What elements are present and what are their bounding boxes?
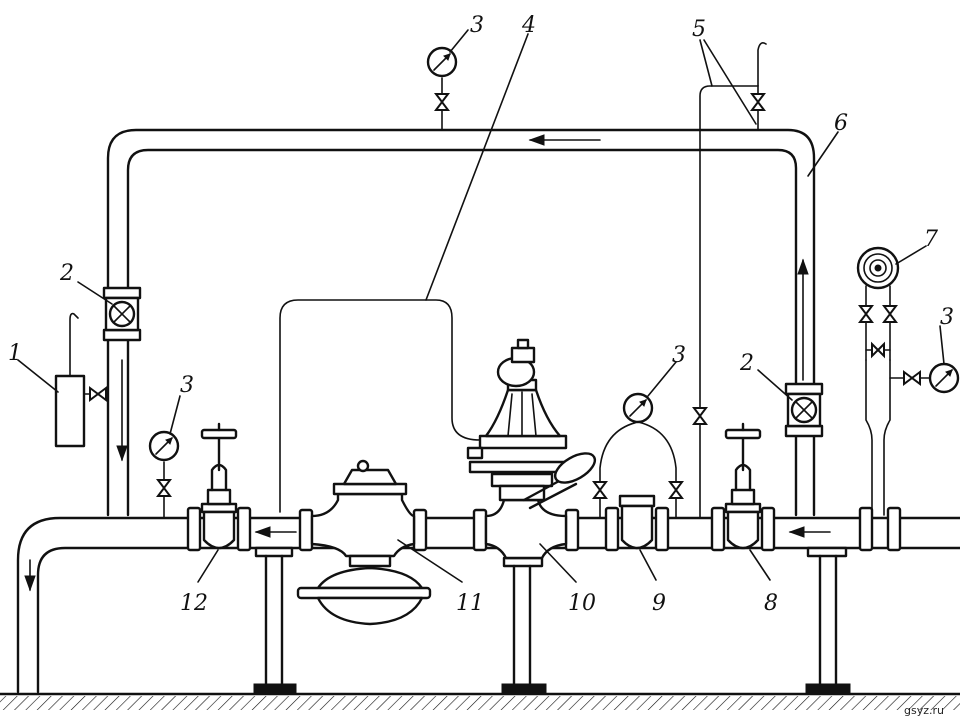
gate-valve-8 <box>724 422 762 550</box>
main-pipeline <box>16 516 960 694</box>
leader-lines <box>17 29 945 583</box>
plug-valve-2-right <box>784 382 824 438</box>
label-6: 6 <box>834 111 848 136</box>
label-3-left: 3 <box>180 373 194 398</box>
support-left <box>253 546 297 695</box>
pipe-supports <box>253 546 851 695</box>
label-8: 8 <box>764 591 778 616</box>
support-right <box>805 546 851 695</box>
label-7: 7 <box>924 227 938 252</box>
watermark: gsyz.ru <box>904 704 944 717</box>
impulse-line-4 <box>279 299 481 513</box>
label-4: 4 <box>521 13 536 38</box>
support-middle <box>501 556 547 695</box>
label-1: 1 <box>8 341 22 366</box>
ground <box>0 692 960 710</box>
bypass-pipe <box>106 128 816 517</box>
label-3-top: 3 <box>470 13 484 38</box>
label-3-right: 3 <box>940 305 954 330</box>
gauge-3-left <box>148 430 180 519</box>
flow-arrows <box>24 134 831 592</box>
pressure-regulator-11 <box>296 459 432 626</box>
purge-line-5 <box>692 42 767 519</box>
gauge-3-right <box>928 362 960 394</box>
label-10: 10 <box>568 591 596 616</box>
shutoff-valve-10 <box>466 338 597 560</box>
label-9: 9 <box>652 591 666 616</box>
gauge-3-top <box>426 46 458 131</box>
pipe-flanges <box>186 506 902 552</box>
label-5: 5 <box>692 17 706 42</box>
plug-valve-2-left <box>102 286 142 342</box>
label-11: 11 <box>456 591 484 616</box>
label-3-filter: 3 <box>672 343 686 368</box>
label-12: 12 <box>180 591 208 616</box>
filter-9 <box>618 494 656 550</box>
callout-labels: 1 2 2 3 3 3 3 4 5 6 7 8 9 10 11 12 <box>8 13 954 616</box>
label-2-right: 2 <box>739 351 754 376</box>
gate-valve-12 <box>200 422 238 550</box>
gauge-3-filter <box>592 392 684 519</box>
recorder-7 <box>856 246 931 516</box>
label-2-left: 2 <box>59 261 74 286</box>
odorizer-1 <box>54 312 109 448</box>
